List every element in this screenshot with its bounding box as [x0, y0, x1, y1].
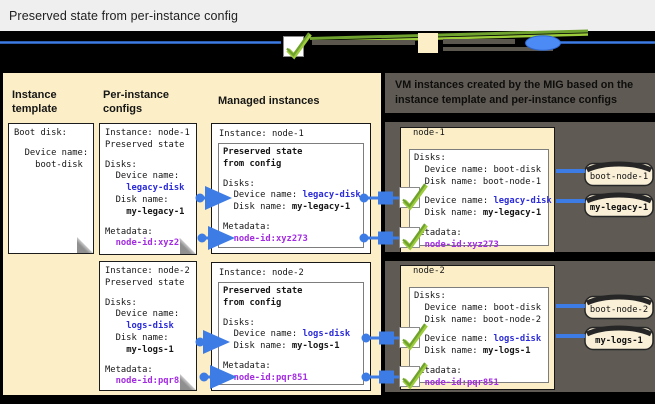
vm-instance-node-1-details: Disks: Device name: boot-disk Disk name:… — [409, 149, 552, 250]
disk-cylinder-icon — [584, 294, 654, 320]
check-icon — [402, 362, 428, 390]
legend-green-arrow-dark — [309, 29, 589, 40]
disk-label: my-logs-1 — [595, 336, 643, 346]
disk-my-logs-1: my-logs-1 — [584, 324, 654, 351]
disk-boot-node-1: boot-node-1 — [584, 160, 654, 187]
disk-label: my-legacy-1 — [589, 203, 649, 213]
disk-cylinder-icon — [584, 325, 654, 351]
page-title: Preserved state from per-instance config — [9, 8, 239, 23]
disk-boot-node-2: boot-node-2 — [584, 293, 654, 320]
vm-header-line2: instance template and per-instance confi… — [395, 94, 617, 106]
legend-illegible-text — [312, 40, 415, 45]
vm-instance-node-2-details: Disks: Device name: boot-disk Disk name:… — [409, 287, 549, 388]
check-node2-disks — [399, 323, 428, 351]
column-header-per-instance-configs: Per-instance configs — [103, 89, 170, 115]
managed-instance-node-2-title: Instance: node-2 — [219, 268, 304, 278]
managed-header-line1: Managed instances — [218, 94, 320, 107]
folded-corner-icon — [180, 238, 196, 254]
managed-instance-node-1-title: Instance: node-1 — [219, 129, 304, 139]
legend-preserved-state-checkbox — [283, 32, 312, 60]
check-node2-metadata — [399, 362, 428, 390]
vm-panel-header: VM instances created by the MIG based on… — [395, 78, 653, 108]
folded-corner-icon — [77, 237, 93, 253]
check-icon — [286, 32, 312, 60]
instance-template-code: Boot disk: Device name: boot-disk — [14, 128, 89, 170]
legend-illegible-text — [443, 47, 553, 51]
legend — [0, 29, 655, 53]
vm-instance-node-1-title: node-1 — [413, 128, 445, 138]
vm-instance-node-1: node-1 Disks: Device name: boot-disk Dis… — [400, 127, 555, 253]
folded-corner-icon — [180, 374, 196, 390]
legend-instance-swatch — [418, 33, 438, 53]
disk-cylinder-icon — [584, 161, 654, 187]
vm-panel-header-background — [385, 73, 655, 113]
legend-blue-oval — [525, 35, 561, 51]
title-bar: Preserved state from per-instance config — [0, 0, 655, 31]
vm-instance-node-2-title: node-2 — [413, 266, 445, 276]
disk-my-legacy-1: my-legacy-1 — [584, 191, 654, 218]
disk-label: boot-node-2 — [589, 305, 649, 315]
disk-label: boot-node-1 — [589, 172, 649, 182]
legend-green-arrow-light — [311, 33, 589, 44]
disk-cylinder-icon — [584, 192, 654, 218]
check-icon — [402, 223, 428, 251]
check-node1-metadata — [399, 223, 428, 251]
vm-instance-node-2-code: Disks: Device name: boot-disk Disk name:… — [414, 291, 542, 388]
vm-header-line1: VM instances created by the MIG based on… — [395, 79, 634, 91]
column-header-instance-template: Instance template — [12, 89, 58, 115]
instance-template-note: Boot disk: Device name: boot-disk — [8, 123, 94, 254]
legend-illegible-text — [443, 39, 515, 44]
vm-instance-node-1-code: Disks: Device name: boot-disk Disk name:… — [414, 153, 552, 250]
check-icon — [402, 183, 428, 211]
check-icon — [402, 323, 428, 351]
check-node1-disks — [399, 183, 428, 211]
